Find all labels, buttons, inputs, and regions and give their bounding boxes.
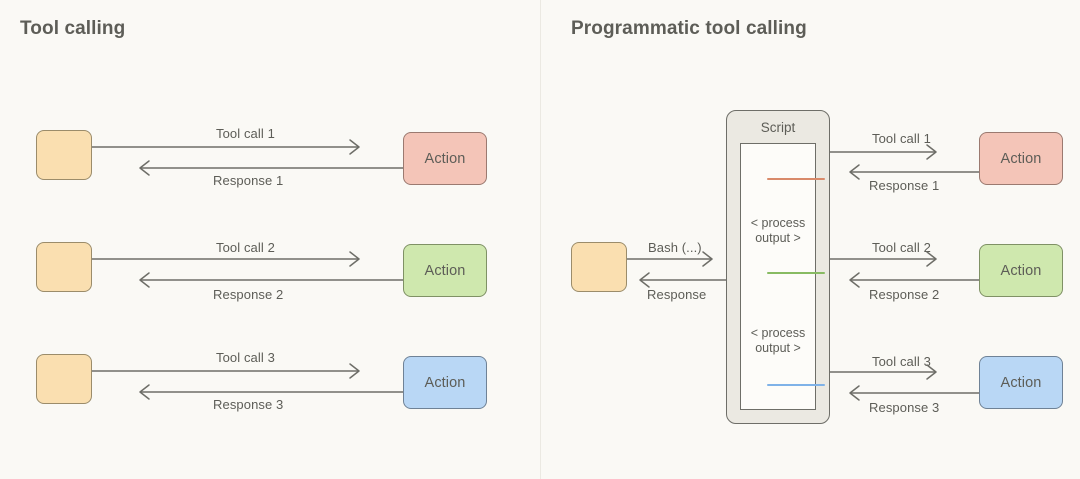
code-line-1 xyxy=(767,178,825,181)
right-panel-title: Programmatic tool calling xyxy=(571,18,807,39)
left-agent-box-2 xyxy=(36,242,92,292)
left-agent-box-3 xyxy=(36,354,92,404)
left-request-label-3: Tool call 3 xyxy=(216,350,275,365)
script-code-area: < process output > < process output > xyxy=(740,143,825,410)
panel-divider xyxy=(540,0,541,479)
bash-response-label: Response xyxy=(647,287,707,302)
left-response-label-1: Response 1 xyxy=(213,173,284,188)
right-action-box-3: Action xyxy=(979,356,1063,409)
process-output-text-2: < process output > xyxy=(750,326,806,355)
process-output-text-1: < process output > xyxy=(750,216,806,245)
right-request-label-2: Tool call 2 xyxy=(872,240,931,255)
right-request-label-3: Tool call 3 xyxy=(872,354,931,369)
left-request-label-2: Tool call 2 xyxy=(216,240,275,255)
code-line-2 xyxy=(767,272,825,275)
right-agent-box xyxy=(571,242,627,292)
code-line-3 xyxy=(767,384,825,387)
script-container: Script < process output > < process outp… xyxy=(726,110,830,424)
left-action-box-3: Action xyxy=(403,356,487,409)
left-agent-box-1 xyxy=(36,130,92,180)
right-response-label-3: Response 3 xyxy=(869,400,940,415)
right-response-label-1: Response 1 xyxy=(869,178,940,193)
left-response-label-3: Response 3 xyxy=(213,397,284,412)
right-action-box-2: Action xyxy=(979,244,1063,297)
left-action-box-2: Action xyxy=(403,244,487,297)
left-response-label-2: Response 2 xyxy=(213,287,284,302)
bash-request-label: Bash (...) xyxy=(648,240,702,255)
right-action-box-1: Action xyxy=(979,132,1063,185)
left-panel-title: Tool calling xyxy=(20,18,126,39)
script-title: Script xyxy=(760,120,796,135)
right-request-label-1: Tool call 1 xyxy=(872,131,931,146)
left-request-label-1: Tool call 1 xyxy=(216,126,275,141)
right-response-label-2: Response 2 xyxy=(869,287,940,302)
left-action-box-1: Action xyxy=(403,132,487,185)
